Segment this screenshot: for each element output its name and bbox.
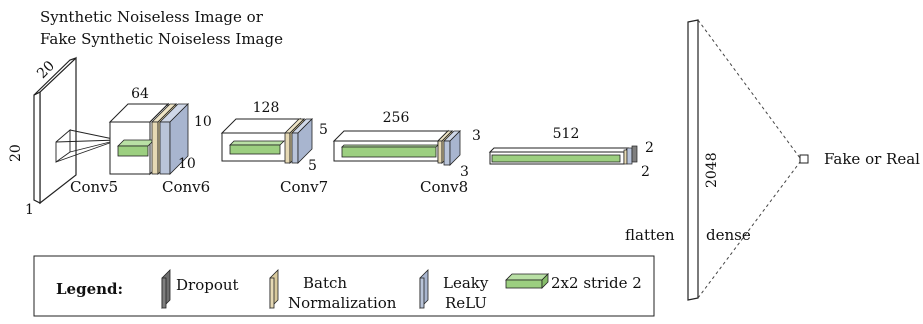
legend-conv-label: 2x2 stride 2: [551, 274, 642, 292]
block2-channels: 128: [253, 100, 280, 116]
legend-batchnorm-label-1: Batch: [303, 274, 347, 292]
block2-side-top: 5: [319, 122, 328, 138]
conv7-label: Conv7: [280, 178, 328, 196]
legend-title: Legend:: [56, 280, 123, 298]
dense-label: dense: [706, 226, 751, 244]
block3-side-top: 3: [472, 128, 481, 144]
block1-side-bottom: 10: [178, 156, 196, 172]
legend-leakyrelu-swatch: [419, 269, 429, 309]
dense-size-label: 2048: [704, 152, 720, 188]
legend-dropout-swatch: [161, 269, 171, 309]
input-depth-label: 1: [25, 202, 34, 218]
input-height-label: 20: [8, 144, 24, 162]
conv8-label: Conv8: [420, 178, 468, 196]
legend: Legend: Dropout Batch Normalization Leak…: [33, 255, 655, 317]
conv-block-2: [220, 117, 313, 164]
conv-block-3: [332, 129, 461, 166]
legend-dropout-label: Dropout: [176, 276, 239, 294]
conv6-label: Conv6: [162, 178, 210, 196]
legend-conv-swatch: [505, 273, 549, 289]
legend-batchnorm-label-2: Normalization: [288, 294, 397, 312]
conv-block-1: [108, 102, 189, 176]
block3-side-bottom: 3: [460, 164, 469, 180]
legend-leakyrelu-label-2: ReLU: [445, 294, 487, 312]
block4-side-top: 2: [645, 140, 654, 156]
dense-layer: [687, 19, 809, 301]
block2-side-bottom: 5: [308, 158, 317, 174]
legend-leakyrelu-label-1: Leaky: [443, 274, 489, 292]
block4-side-bottom: 2: [641, 164, 650, 180]
conv5-label: Conv5: [70, 178, 118, 196]
conv-block-4: [488, 145, 638, 165]
block1-channels: 64: [131, 86, 149, 102]
block1-side-top: 10: [194, 114, 212, 130]
block4-channels: 512: [553, 126, 580, 142]
title-line-1: Synthetic Noiseless Image or: [40, 8, 264, 26]
legend-batchnorm-swatch: [269, 269, 279, 309]
title-line-2: Fake Synthetic Noiseless Image: [40, 30, 283, 48]
input-image-slab: [33, 56, 77, 205]
flatten-label: flatten: [625, 226, 675, 244]
block3-channels: 256: [383, 110, 410, 126]
output-label: Fake or Real: [824, 150, 920, 168]
